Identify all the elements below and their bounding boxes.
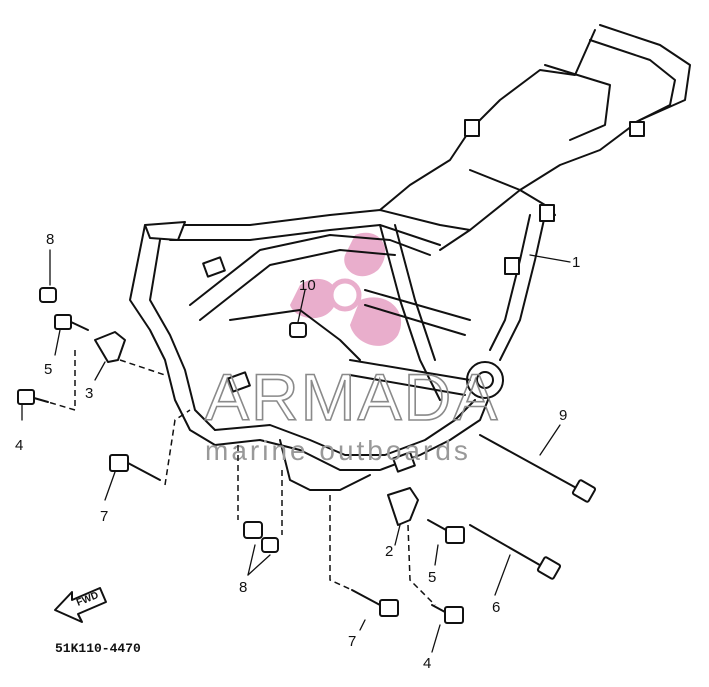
part-3-bracket (94, 331, 126, 381)
leader-left-1 (47, 350, 76, 412)
callout-7-left: 7 (100, 508, 108, 525)
callout-10: 10 (299, 277, 316, 294)
watermark-tagline: marine outboards (205, 435, 471, 466)
callout-8-top: 8 (46, 231, 54, 248)
part-6-long-bolt (469, 524, 562, 596)
callout-2: 2 (385, 543, 393, 560)
part-5-bolt-right (427, 519, 465, 566)
callout-4-left: 4 (15, 437, 23, 454)
armada-logo-icon (290, 232, 402, 346)
part-4-bolt-right (431, 604, 464, 653)
part-8-nut-top (39, 249, 57, 303)
part-8-nuts-bottom (237, 445, 283, 576)
part-7-bolt-left (104, 409, 191, 501)
part-4-bolt-left (17, 389, 49, 421)
callout-8-bottom: 8 (239, 579, 247, 596)
watermark-brand: ARMADA (205, 360, 499, 434)
callout-7-right: 7 (348, 633, 356, 650)
leader-left-2 (119, 359, 166, 376)
callout-5-right: 5 (428, 569, 436, 586)
fwd-arrow-icon: FWD (54, 587, 107, 623)
callout-5-left: 5 (44, 361, 52, 378)
callout-3: 3 (85, 385, 93, 402)
part-code: 51K110-4470 (55, 641, 141, 656)
callout-4-right: 4 (423, 655, 431, 672)
part-9-long-bolt (479, 424, 597, 503)
part-2-bracket (387, 487, 436, 606)
leader-part-1 (529, 254, 571, 263)
callout-9: 9 (559, 407, 567, 424)
callout-6: 6 (492, 599, 500, 616)
main-frame (129, 24, 691, 491)
part-5-bolt-left (54, 314, 89, 356)
callout-1: 1 (572, 254, 580, 271)
part-10-nut (289, 289, 307, 338)
part-7-bolt-right (329, 495, 399, 631)
